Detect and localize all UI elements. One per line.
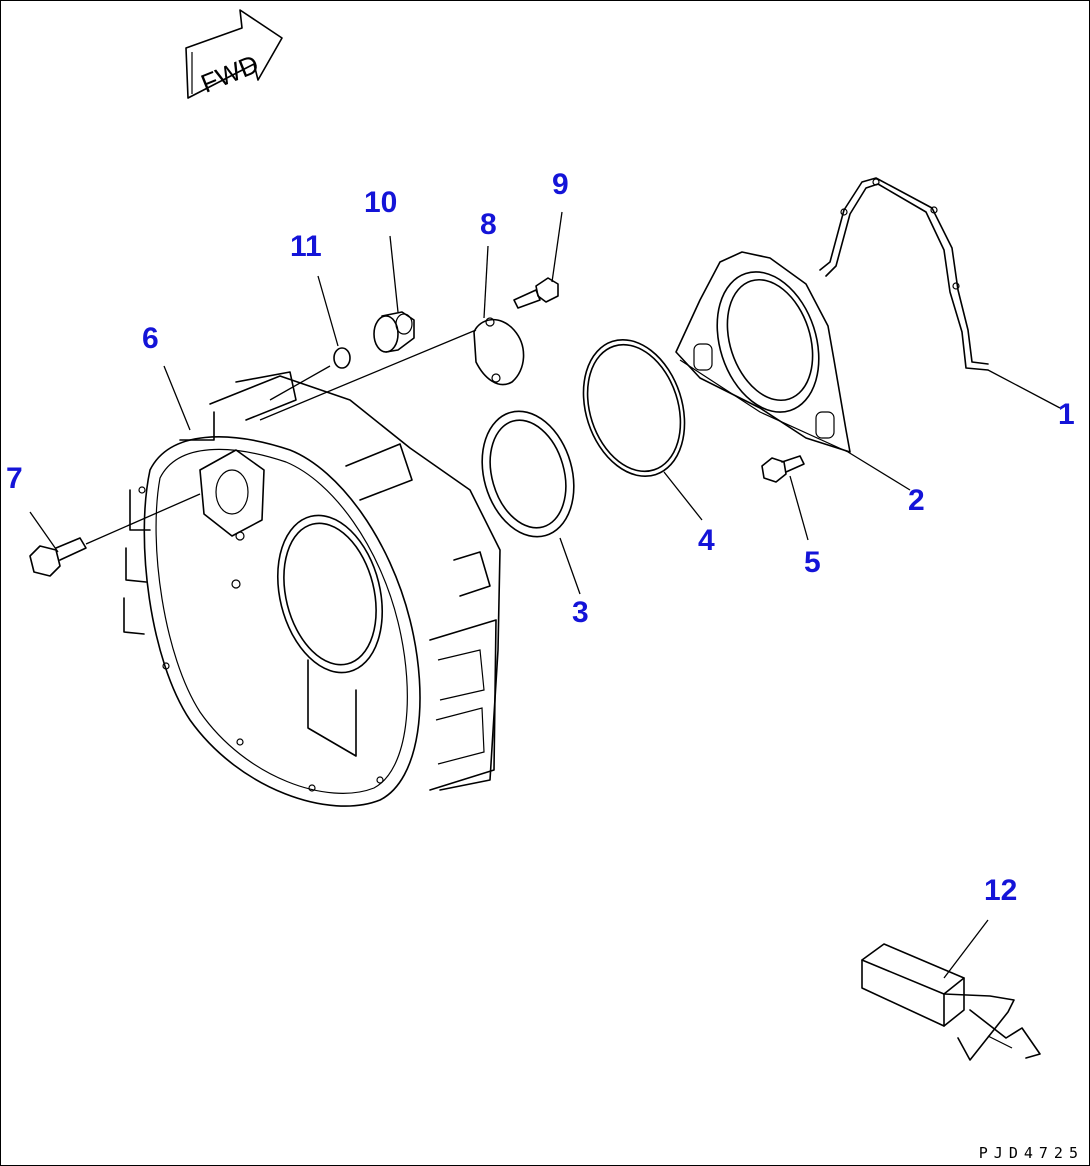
leader-lines bbox=[29, 211, 1061, 979]
part-11-o-ring bbox=[333, 347, 351, 369]
part-2-seal-housing bbox=[675, 251, 851, 453]
callout-2: 2 bbox=[908, 484, 925, 517]
part-12-tool bbox=[861, 943, 1041, 1061]
part-1-gasket bbox=[819, 177, 989, 371]
callout-3: 3 bbox=[572, 596, 589, 629]
part-6-flywheel-housing bbox=[123, 371, 501, 807]
callout-4: 4 bbox=[698, 524, 715, 557]
fwd-arrow-icon: FWD bbox=[185, 9, 283, 99]
part-3-oil-seal bbox=[481, 410, 575, 538]
part-7-bolt bbox=[29, 537, 87, 577]
fwd-label: FWD bbox=[197, 49, 263, 99]
callout-1: 1 bbox=[1058, 398, 1075, 431]
callout-8: 8 bbox=[480, 208, 497, 241]
callout-6: 6 bbox=[142, 322, 159, 355]
part-9-bolt bbox=[513, 277, 559, 309]
callout-12: 12 bbox=[984, 874, 1017, 907]
drawing-code: PJD4725 bbox=[978, 1144, 1084, 1162]
callout-10: 10 bbox=[364, 186, 397, 219]
part-8-cover bbox=[473, 317, 525, 386]
callout-labels: 1 2 3 4 5 6 7 8 9 10 11 12 bbox=[6, 168, 1075, 907]
part-10-plug bbox=[373, 311, 415, 353]
callout-11: 11 bbox=[290, 230, 322, 263]
callout-5: 5 bbox=[804, 546, 821, 579]
callout-7: 7 bbox=[6, 462, 23, 495]
callout-9: 9 bbox=[552, 168, 569, 201]
part-5-bolt bbox=[761, 455, 805, 483]
part-4-o-ring bbox=[582, 338, 686, 478]
